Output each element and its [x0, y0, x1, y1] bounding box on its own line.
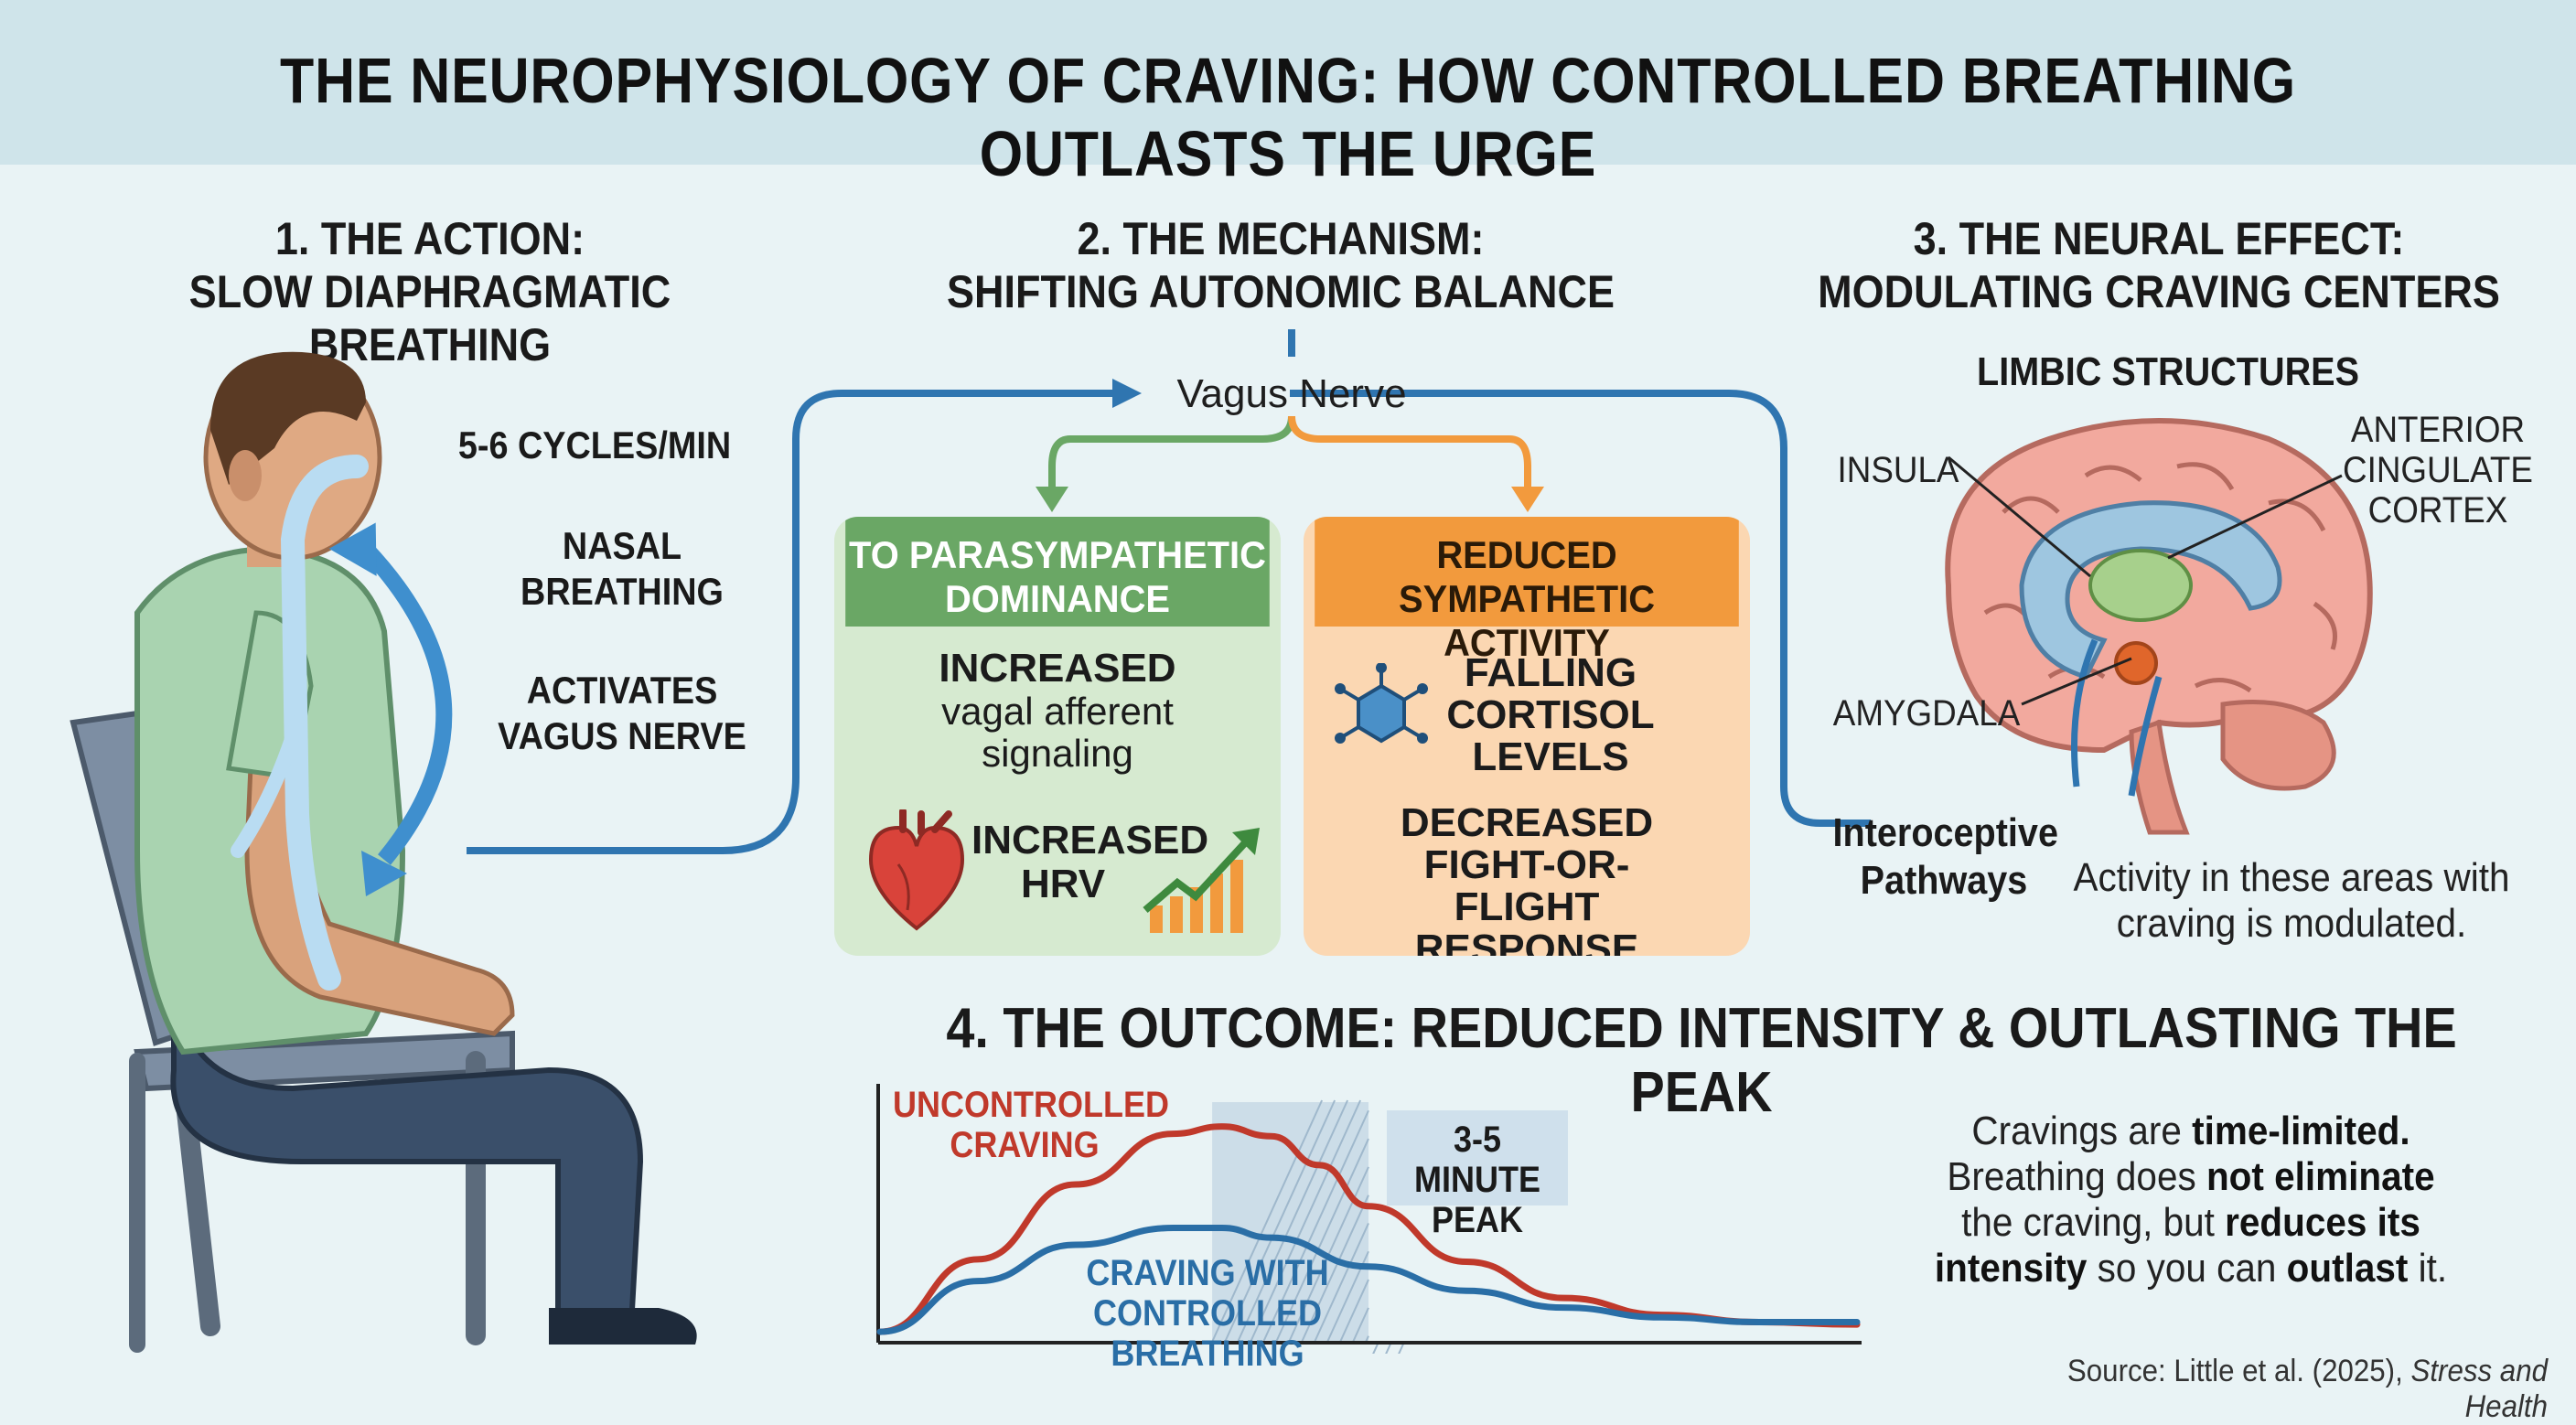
sympathetic-box-title: REDUCED SYMPATHETIC ACTIVITY [1315, 517, 1739, 664]
anterior-cingulate-label: ANTERIOR CINGULATE CORTEX [2343, 410, 2533, 530]
section2-heading: 2. THE MECHANISM: SHIFTING AUTONOMIC BAL… [918, 212, 1643, 318]
peak-hatch-line [1365, 1335, 1369, 1343]
peak-hatch-line [1301, 1195, 1369, 1343]
fight-or-flight-item-text: DECREASED FIGHT-OR-FLIGHT RESPONSE [1400, 800, 1654, 957]
craving-chart [876, 1084, 1862, 1354]
sympathetic-box: REDUCED SYMPATHETIC ACTIVITY FALLING COR… [1304, 517, 1750, 956]
label-cycles-per-min: 5-6 CYCLES/MIN [457, 423, 732, 466]
vagus-pathway-arrows [467, 329, 1871, 854]
section1-heading: 1. THE ACTION: SLOW DIAPHRAGMATIC BREATH… [68, 212, 792, 371]
seated-person-breathing-icon [70, 351, 697, 1353]
source-prefix: Source: Little et al. (2025), [2066, 1354, 2411, 1388]
section3-heading-line2: MODULATING CRAVING CENTERS [1818, 266, 2500, 317]
parasympathetic-box: TO PARASYMPATHETIC DOMINANCE INCREASED v… [834, 517, 1281, 956]
vagus-nerve-label: Vagus Nerve [1176, 371, 1407, 416]
peak-duration-label: 3-5 MINUTE PEAK [1387, 1110, 1568, 1240]
source-journal: Stress and Health [2410, 1354, 2548, 1424]
section1-heading-line1: 1. THE ACTION: [274, 213, 585, 264]
peak-hatch-line [1275, 1138, 1369, 1343]
controlled-craving-label: CRAVING WITH CONTROLLED BREATHING [1086, 1253, 1329, 1374]
peak-hatch-line [1385, 1341, 1393, 1354]
source-citation: Source: Little et al. (2025), Stress and… [2001, 1354, 2548, 1425]
outcome-note-part: it. [2408, 1246, 2448, 1291]
insula-label: INSULA [1837, 450, 1959, 490]
interoceptive-pathways-label: Interoceptive Pathways [1832, 810, 2058, 903]
outcome-note-part: the craving, but [1961, 1200, 2226, 1245]
section3-heading-line1: 3. THE NEURAL EFFECT: [1913, 213, 2405, 264]
series-line-1 [876, 1225, 1861, 1335]
brain-modulation-note: Activity in these areas with craving is … [2073, 855, 2510, 946]
section2-heading-line2: SHIFTING AUTONOMIC BALANCE [947, 266, 1615, 317]
section2-heading-line1: 2. THE MECHANISM: [1077, 213, 1485, 264]
outcome-note-part: time-limited. [2192, 1109, 2410, 1153]
peak-hatch-line [1339, 1279, 1369, 1343]
outcome-note: Cravings are time-limited. Breathing doe… [1922, 1109, 2461, 1291]
outcome-note-part: Breathing does [1947, 1154, 2206, 1199]
hrv-item-text: INCREASED HRV [971, 818, 1209, 906]
limbic-structures-subheading: LIMBIC STRUCTURES [1977, 349, 2359, 394]
section4-heading: 4. THE OUTCOME: REDUCED INTENSITY & OUTL… [946, 997, 2457, 1124]
peak-hatch-line [1250, 1099, 1362, 1343]
vagal-item-text: vagal afferent signaling [941, 690, 1174, 775]
section1-heading-line2: SLOW DIAPHRAGMATIC BREATHING [188, 266, 671, 370]
heart-icon [868, 809, 965, 931]
label-activates-vagus-nerve: ACTIVATES VAGUS NERVE [498, 669, 746, 757]
amygdala-label: AMYGDALA [1832, 693, 2021, 734]
brain-icon [1945, 418, 2373, 835]
page-title: THE NEUROPHYSIOLOGY OF CRAVING: HOW CONT… [280, 45, 2296, 189]
molecule-icon [1335, 663, 1428, 744]
peak-hatch-line [1314, 1223, 1369, 1343]
uncontrolled-craving-label: UNCONTROLLED CRAVING [893, 1085, 1169, 1165]
parasympathetic-box-title: TO PARASYMPATHETIC DOMINANCE [845, 517, 1270, 627]
section3-heading: 3. THE NEURAL EFFECT: MODULATING CRAVING… [1797, 212, 2521, 318]
peak-hatch-line [1372, 1341, 1380, 1354]
title-banner [0, 0, 2576, 165]
outcome-note-part: so you can [2087, 1246, 2287, 1291]
peak-hatch-line [1237, 1099, 1349, 1343]
outcome-note-part: not eliminate [2206, 1154, 2435, 1199]
brain-pointer-lines [1948, 455, 2343, 706]
outcome-note-part: Cravings are [1971, 1109, 2193, 1153]
peak-hatch-line [1211, 1099, 1324, 1343]
peak-hatch-line [1224, 1099, 1336, 1343]
vagal-item-bold: INCREASED [939, 646, 1176, 691]
outcome-note-part: outlast [2286, 1246, 2409, 1291]
cortisol-item-text: FALLING CORTISOL LEVELS [1446, 650, 1655, 779]
label-nasal-breathing: NASAL BREATHING [521, 524, 724, 613]
rising-bar-chart-icon [1143, 828, 1260, 933]
peak-hatch-line [1352, 1307, 1369, 1343]
outcome-note-part: reduces its intensity [1934, 1200, 2420, 1291]
peak-hatch-line [1262, 1109, 1369, 1343]
vagal-signaling-item: INCREASED vagal afferent signaling [834, 647, 1281, 775]
